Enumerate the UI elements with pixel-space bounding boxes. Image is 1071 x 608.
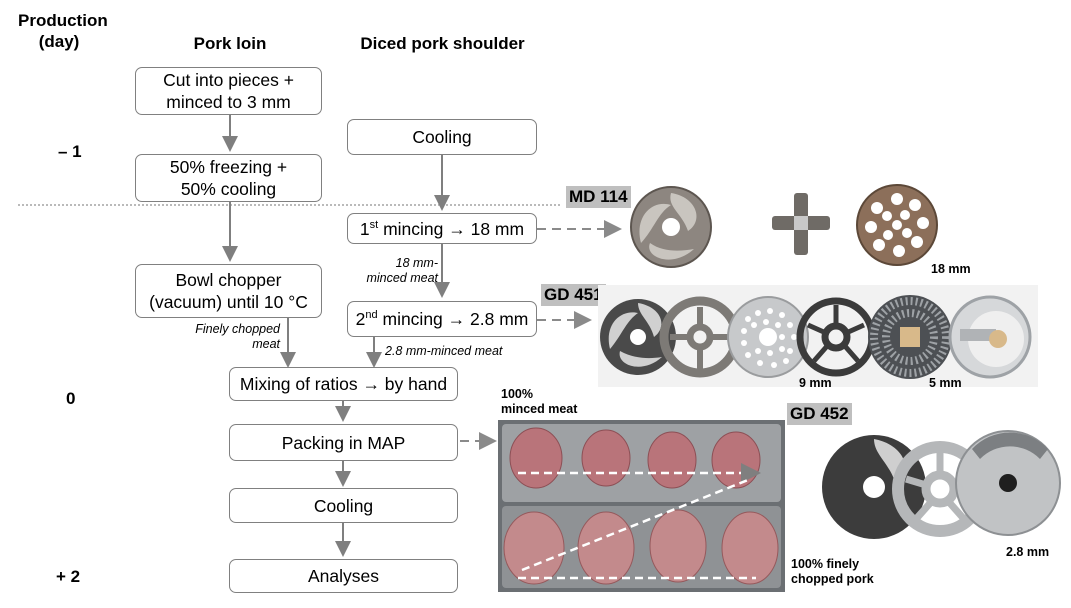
day-0: 0 — [66, 389, 76, 408]
md114-cross-knife-icon — [772, 193, 830, 255]
gd451-knife-holder-icon — [600, 299, 676, 375]
chopped-pork-portion-2 — [577, 511, 635, 585]
size-18mm-label: 18 mm — [931, 262, 971, 276]
minced-meat-portion-1 — [509, 427, 563, 489]
photo-minced-line1: 100% — [501, 387, 533, 401]
note-finely-line1: Finely chopped — [195, 322, 280, 336]
photo-finely-line1: 100% finely — [791, 557, 860, 571]
step-cut-line2: minced to 3 mm — [166, 92, 291, 112]
minced-meat-portion-4 — [711, 431, 761, 489]
step-freeze-line2: 50% cooling — [180, 179, 277, 199]
production-header-label: Production — [18, 11, 108, 30]
note-finely-line2: meat — [252, 337, 280, 351]
gd451-5mm-plate-icon — [868, 295, 952, 379]
gd452-2-8mm-plate-icon — [955, 430, 1061, 536]
pork-loin-header: Pork loin — [193, 34, 267, 53]
diced-shoulder-header: Diced pork shoulder — [360, 34, 525, 53]
tray-dashed-arrow-diagonal — [521, 478, 749, 572]
note-18mm-line1: 18 mm- — [395, 256, 438, 270]
step-shoulder-cooling-box: Cooling — [347, 119, 537, 155]
md114-parts-illustration — [630, 184, 938, 268]
second-mincing-text: mincing → 2.8 mm — [377, 309, 529, 329]
minced-meat-portion-3 — [647, 431, 697, 489]
tag-md114: MD 114 — [566, 186, 631, 208]
first-mincing-text: mincing → 18 mm — [378, 218, 525, 239]
tag-gd452: GD 452 — [787, 403, 852, 425]
gd451-cutter-ring-icon — [948, 295, 1032, 379]
photo-label-finely-chopped: 100% finely chopped pork — [791, 557, 874, 587]
step-freeze-cool-box: 50% freezing +50% cooling — [135, 154, 322, 202]
first-mincing-suffix: st — [369, 218, 379, 231]
step-bowl-chopper-box: Bowl chopper(vacuum) until 10 °C — [135, 264, 322, 318]
gd451-parts-illustration — [598, 285, 1038, 387]
production-day-header: Production (day) — [18, 10, 108, 52]
step-cut-and-mince-box: Cut into pieces +minced to 3 mm — [135, 67, 322, 115]
md114-knife-holder-icon — [630, 186, 712, 268]
size-2-8mm-label: 2.8 mm — [1006, 545, 1050, 559]
size-5mm-label: 5 mm — [929, 376, 962, 390]
chopped-pork-portion-1 — [503, 511, 565, 585]
second-mincing-suffix: nd — [365, 309, 378, 322]
chopped-pork-portion-4 — [721, 511, 779, 585]
md114-18mm-plate-icon — [856, 184, 938, 266]
step-second-mincing-box: 2nd mincing → 2.8 mm — [347, 301, 537, 337]
size-9mm-label: 9 mm — [799, 376, 832, 390]
note-finely-chopped: Finely chopped meat — [180, 322, 280, 352]
day-unit-label: (day) — [38, 32, 80, 51]
bowl-chopper-line2: (vacuum) until 10 °C — [149, 292, 308, 312]
day-plus-2: + 2 — [56, 567, 81, 586]
photo-label-minced: 100% minced meat — [501, 387, 577, 417]
meat-tray-photo — [498, 420, 785, 592]
gd451-9mm-plate-icon — [727, 296, 809, 378]
photo-finely-line2: chopped pork — [791, 572, 874, 586]
bowl-chopper-line1: Bowl chopper — [175, 270, 282, 290]
chopped-pork-portion-3 — [649, 509, 707, 583]
step-packing-box: Packing in MAP — [229, 424, 458, 461]
step-freeze-line1: 50% freezing + — [169, 157, 288, 177]
photo-minced-line2: minced meat — [501, 402, 578, 416]
note-2-8mm-minced: 2.8 mm-minced meat — [385, 344, 503, 358]
tag-gd451: GD 451 — [541, 284, 606, 306]
day-minus-1: – 1 — [58, 142, 82, 161]
step-cut-line1: Cut into pieces + — [163, 70, 294, 90]
note-18mm-minced: 18 mm- minced meat — [362, 256, 438, 286]
step-analyses-box: Analyses — [229, 559, 458, 593]
note-18mm-line2: minced meat — [366, 271, 438, 285]
first-mincing-ordinal: 1 — [359, 218, 370, 239]
minced-meat-portion-2 — [581, 429, 631, 487]
step-cooling-box: Cooling — [229, 488, 458, 523]
second-mincing-ordinal: 2 — [355, 309, 366, 329]
step-first-mincing-box: 1st mincing → 18 mm — [347, 213, 537, 244]
step-mixing-box: Mixing of ratios → by hand — [229, 367, 458, 401]
gd452-parts-illustration — [822, 430, 1061, 539]
